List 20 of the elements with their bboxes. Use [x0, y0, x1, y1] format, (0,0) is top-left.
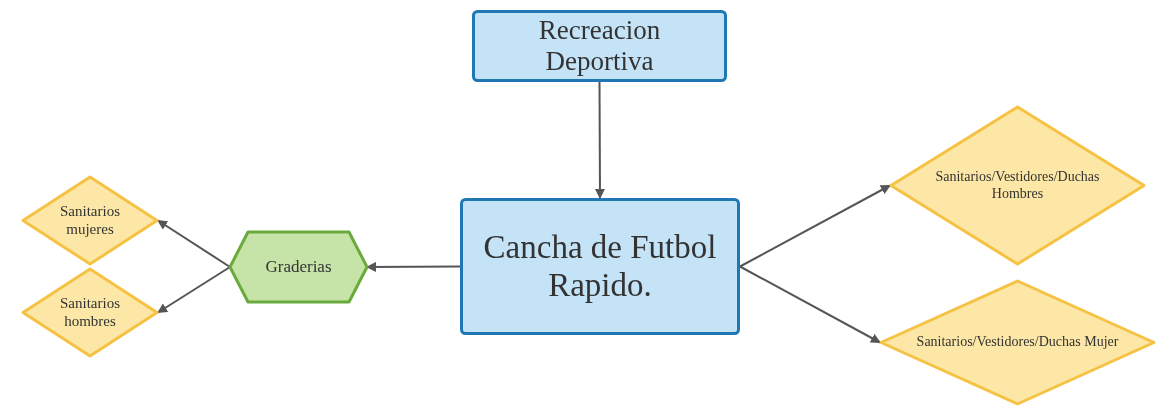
- arrow: [739, 184, 891, 268]
- node-label: Recreacion Deportiva: [537, 14, 662, 78]
- node-label: Sanitarios hombres: [59, 295, 121, 330]
- decision-diamond: [890, 106, 1145, 265]
- hexagon-box: [230, 232, 367, 302]
- node-label: Sanitarios mujeres: [59, 203, 121, 238]
- decision-diamond: [22, 176, 158, 265]
- arrow: [366, 261, 461, 272]
- node-label: Sanitarios/Vestidores/Duchas Hombres: [934, 169, 1101, 202]
- process-box: [460, 198, 740, 335]
- decision-diamond: [22, 268, 158, 357]
- arrow: [594, 81, 605, 199]
- node-label: Graderias: [265, 257, 332, 277]
- arrow: [157, 266, 231, 314]
- node-label: Cancha de Futbol Rapido.: [482, 228, 718, 305]
- arrow: [739, 265, 881, 344]
- arrow: [157, 219, 231, 268]
- process-box: [472, 10, 727, 82]
- node-label: Sanitarios/Vestidores/Duchas Mujer: [916, 334, 1119, 351]
- decision-diamond: [880, 280, 1155, 405]
